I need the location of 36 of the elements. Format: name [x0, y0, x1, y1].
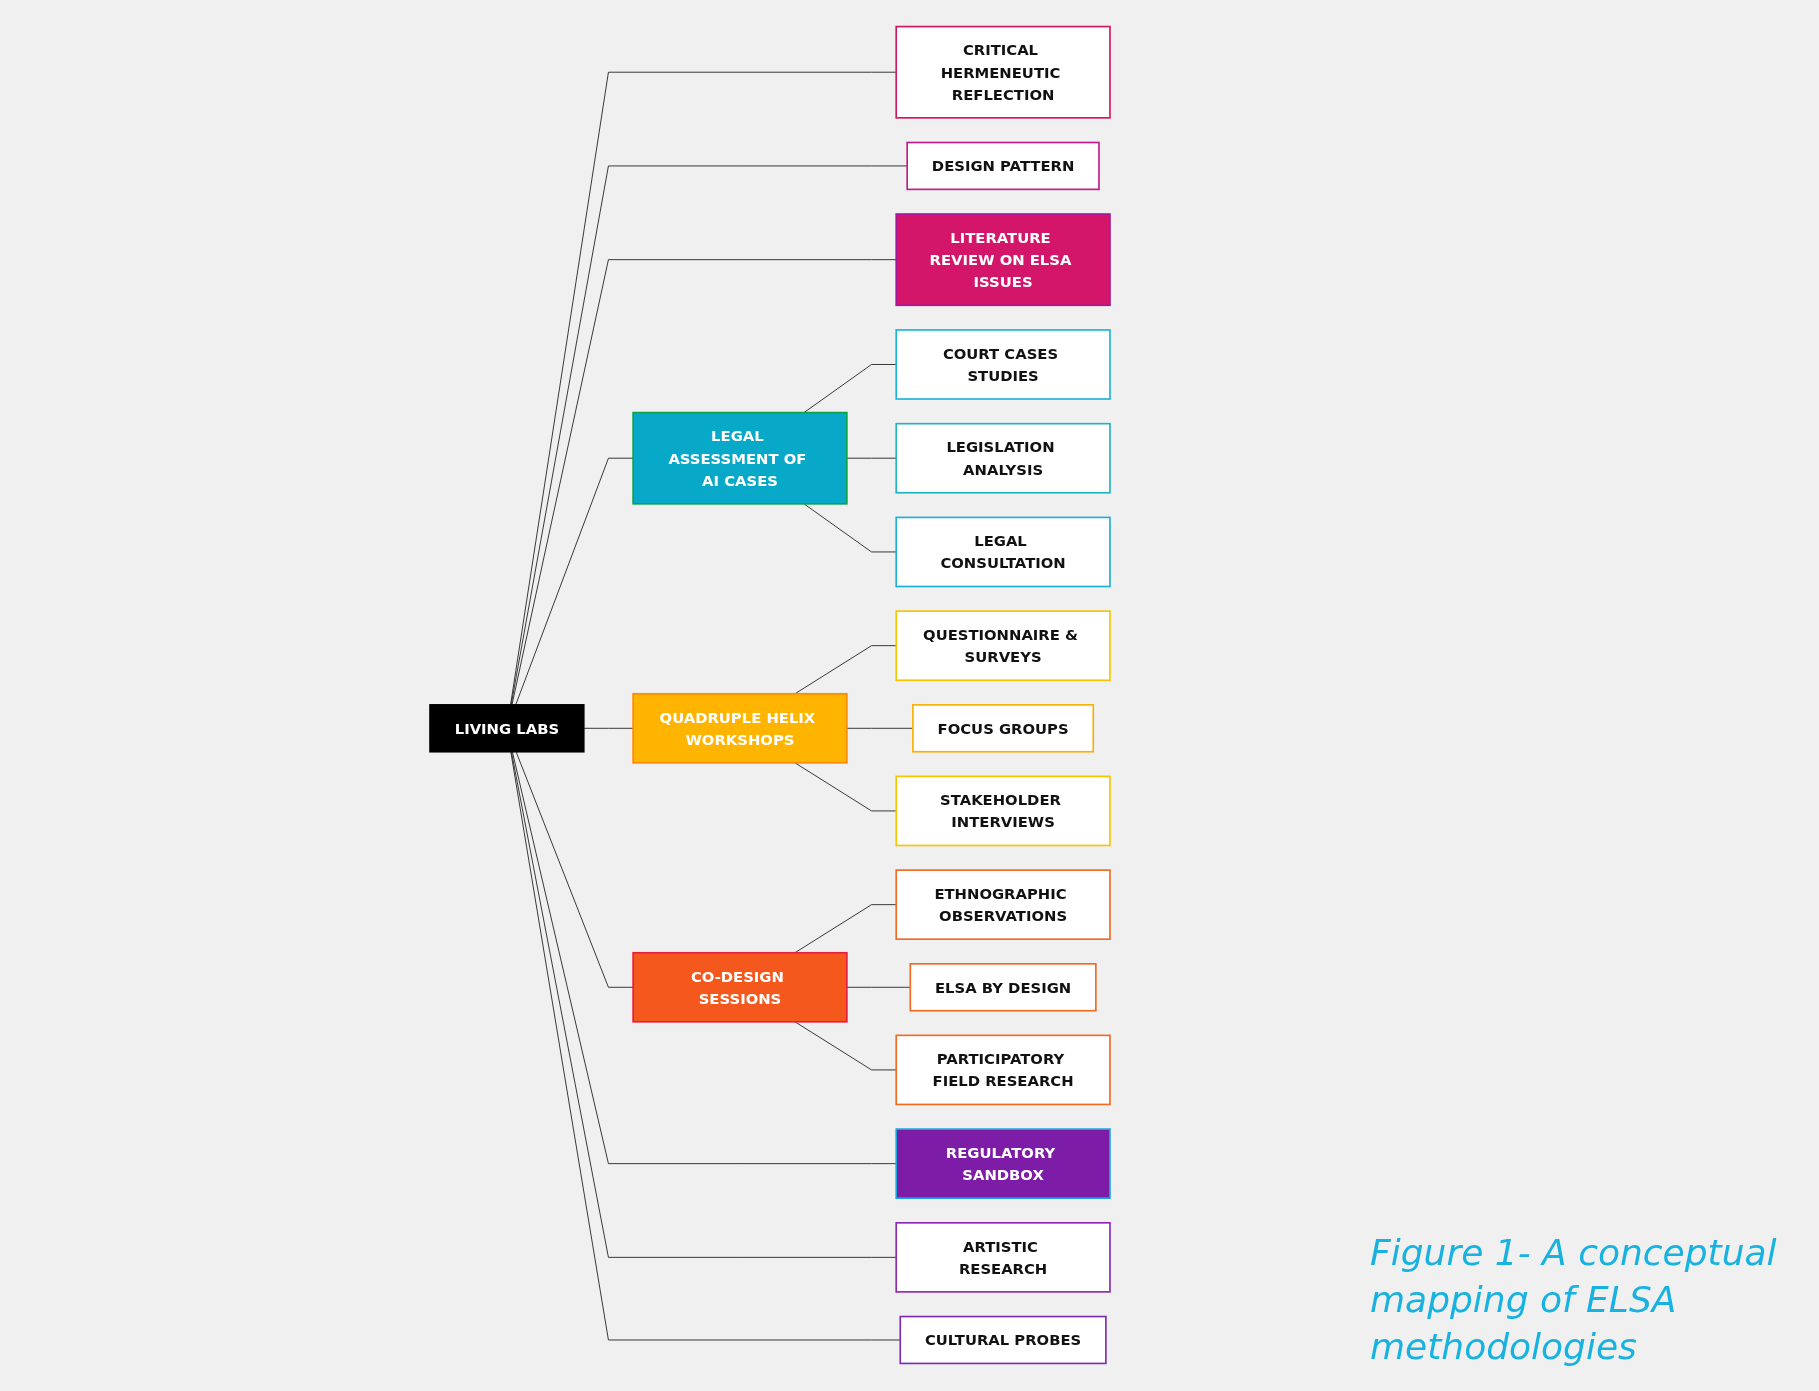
connector — [794, 645, 897, 695]
connector — [510, 751, 901, 1341]
node-box: CO-DESIGN SESSIONS — [632, 951, 848, 1023]
node-box: CRITICAL HERMENEUTIC REFLECTION — [895, 25, 1111, 119]
connector — [511, 751, 897, 1258]
connector — [846, 986, 911, 988]
connector — [511, 259, 897, 706]
node-box: COURT CASES STUDIES — [895, 329, 1111, 400]
node-box: ETHNOGRAPHIC OBSERVATIONS — [895, 869, 1111, 940]
connector — [511, 751, 897, 1165]
node-box: LITERATURE REVIEW ON ELSA ISSUES — [895, 213, 1111, 307]
connector — [515, 751, 634, 988]
node-box: STAKEHOLDER INTERVIEWS — [895, 775, 1111, 847]
connector — [794, 1021, 897, 1071]
node-box: CULTURAL PROBES — [899, 1315, 1107, 1365]
figure-caption: Figure 1- A conceptual mapping of ELSA methodologies — [1370, 1231, 1778, 1369]
node-box: QUADRUPLE HELIX WORKSHOPS — [632, 692, 848, 764]
connector — [803, 503, 897, 553]
node-box: DESIGN PATTERN — [906, 141, 1100, 191]
node-box: LEGAL CONSULTATION — [895, 516, 1111, 588]
node-box: PARTICIPATORY FIELD RESEARCH — [895, 1034, 1111, 1106]
connector — [515, 457, 634, 706]
connector — [583, 727, 634, 729]
node-box: FOCUS GROUPS — [912, 704, 1095, 753]
node-box: QUESTIONNAIRE & SURVEYS — [895, 610, 1111, 682]
connector — [510, 71, 897, 706]
connector — [510, 165, 908, 706]
connector — [803, 364, 897, 413]
node-box: LIVING LABS — [429, 704, 585, 753]
node-box: LEGISLATION ANALYSIS — [895, 422, 1111, 494]
node-box: ARTISTIC RESEARCH — [895, 1222, 1111, 1293]
node-box: REGULATORY SANDBOX — [895, 1128, 1111, 1199]
node-box: ELSA BY DESIGN — [909, 963, 1097, 1012]
connector — [794, 762, 897, 812]
node-box: LEGAL ASSESSMENT OF AI CASES — [632, 411, 848, 505]
connector — [794, 904, 897, 954]
